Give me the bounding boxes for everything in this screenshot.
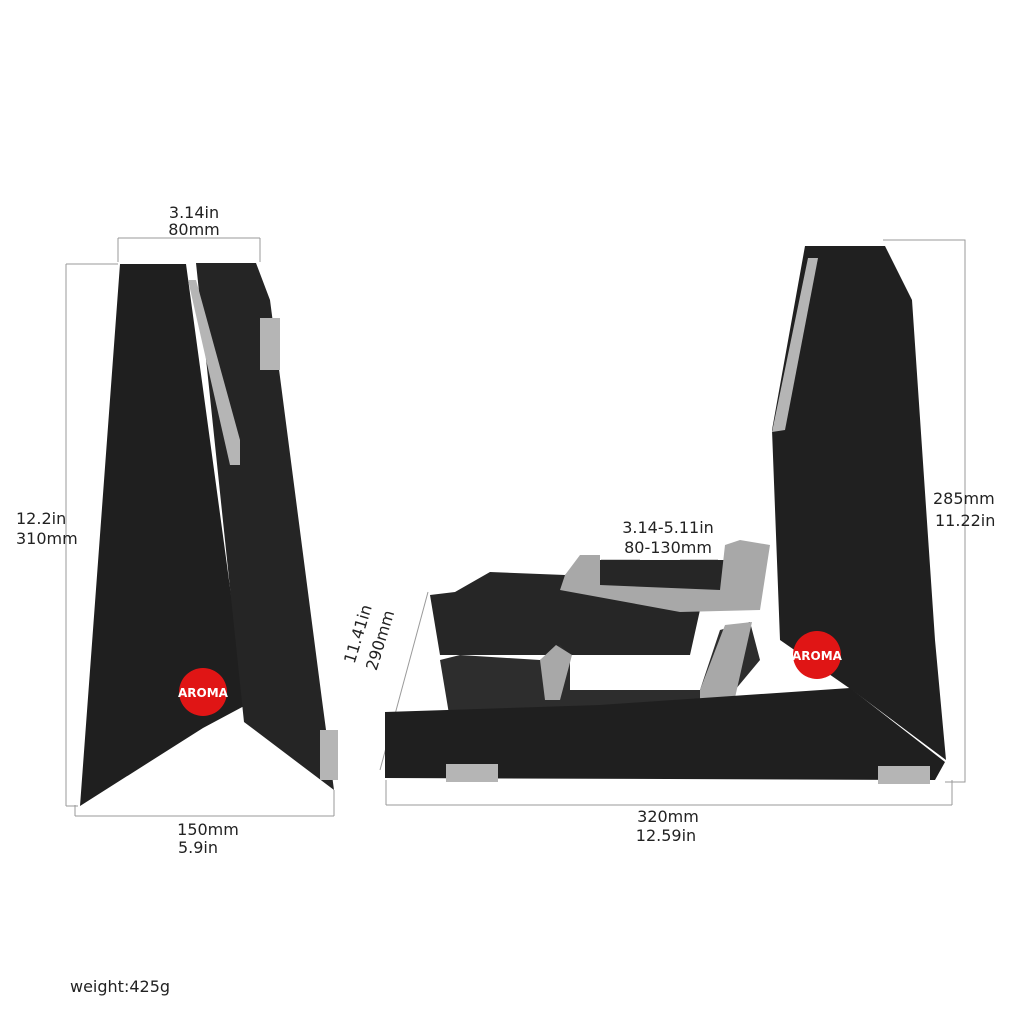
side-length-mm: 320mm [637, 807, 699, 826]
front-height-mm: 310mm [16, 529, 78, 548]
arm-range-mm: 80-130mm [624, 538, 712, 557]
side-view-stand: AROMA [385, 246, 946, 784]
side-height-mm: 285mm [933, 489, 995, 508]
aroma-logo: AROMA [178, 686, 229, 700]
front-view-stand: AROMA [80, 263, 338, 806]
arm-range-in: 3.14-5.11in [622, 518, 714, 537]
front-top-width-in: 3.14in [168, 203, 220, 222]
weight-label: weight:425g [70, 977, 171, 996]
front-top-width-mm: 80mm [168, 220, 220, 239]
front-height-in: 12.2in [16, 509, 67, 528]
svg-text:AROMA: AROMA [792, 649, 843, 663]
side-length-in: 12.59in [635, 826, 697, 845]
side-height-in: 11.22in [935, 511, 996, 530]
front-base-width-mm: 150mm [177, 820, 239, 839]
dimension-lines [65, 237, 966, 817]
front-base-width-in: 5.9in [177, 838, 219, 857]
